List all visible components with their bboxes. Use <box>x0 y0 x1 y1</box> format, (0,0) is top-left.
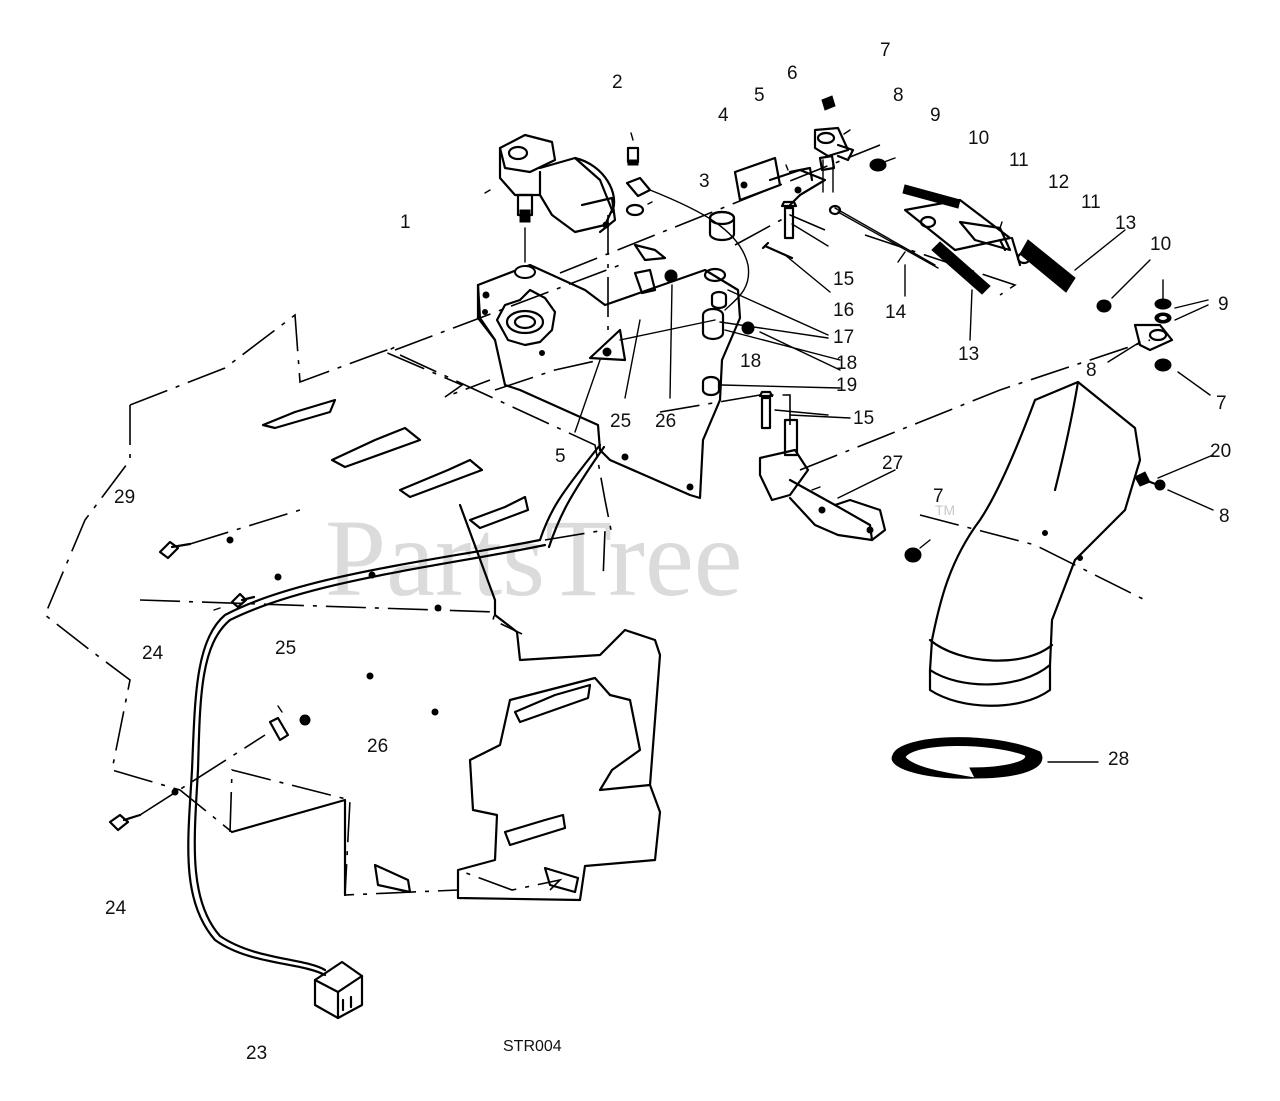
callout-25: 25 <box>610 411 631 432</box>
callout-7c: 7 <box>933 486 944 507</box>
housing-bolts <box>108 509 301 832</box>
cord-clip <box>268 705 311 742</box>
leader-lines <box>574 223 1214 763</box>
chute-control-rod-assembly <box>828 157 1112 313</box>
callout-5b: 5 <box>555 446 566 467</box>
callout-8c: 8 <box>1219 506 1230 527</box>
callout-26b: 26 <box>367 736 388 757</box>
callout-11: 11 <box>1009 150 1029 171</box>
callout-25b: 25 <box>275 638 296 659</box>
callout-24b: 24 <box>105 898 127 919</box>
callout-3: 3 <box>699 171 710 192</box>
snow-thrower-housing <box>44 313 662 902</box>
crank-cap <box>708 210 736 242</box>
callout-27: 27 <box>882 453 903 474</box>
lower-rod-end <box>1133 279 1174 372</box>
callout-28: 28 <box>1108 749 1129 770</box>
chute-ring <box>891 737 1043 779</box>
callout-2: 2 <box>612 72 623 93</box>
lamp-cord <box>187 443 602 977</box>
motor-screw <box>394 132 881 351</box>
cord-plug <box>313 960 364 1020</box>
callout-8b: 8 <box>1086 360 1097 381</box>
callout-labels: 7 6 2 5 8 4 9 10 11 3 12 11 1 13 10 15 1… <box>105 40 1231 1064</box>
callout-24: 24 <box>142 643 164 664</box>
upper-bracket <box>733 156 827 246</box>
callout-10: 10 <box>968 128 989 149</box>
bolts-15-16 <box>758 200 798 430</box>
callout-23: 23 <box>246 1043 267 1064</box>
axis-line <box>494 359 601 391</box>
callout-12: 12 <box>1048 172 1069 193</box>
upper-rod-end <box>813 95 855 193</box>
callout-11b: 11 <box>1081 192 1101 213</box>
callout-15b: 15 <box>853 408 874 429</box>
callout-7: 7 <box>880 40 891 61</box>
callout-1: 1 <box>400 212 411 233</box>
axis-line <box>799 339 1151 471</box>
callout-8: 8 <box>893 85 904 106</box>
callout-19: 19 <box>836 375 857 396</box>
callout-4: 4 <box>718 105 729 126</box>
watermark: PartsTree <box>325 497 743 619</box>
callout-14: 14 <box>885 302 907 323</box>
callout-9: 9 <box>930 105 941 126</box>
drive-motor <box>484 133 617 263</box>
callout-29: 29 <box>114 487 135 508</box>
callout-16: 16 <box>833 300 854 321</box>
callout-13b: 13 <box>958 344 979 365</box>
axis-line <box>659 394 791 425</box>
crank-support <box>758 418 931 563</box>
callout-10b: 10 <box>1150 234 1171 255</box>
callout-26: 26 <box>655 411 676 432</box>
callout-18b: 18 <box>836 353 857 374</box>
callout-5: 5 <box>754 85 765 106</box>
callout-6: 6 <box>787 63 798 84</box>
callout-17: 17 <box>833 327 854 348</box>
callout-13: 13 <box>1115 213 1136 234</box>
drawing-code: STR004 <box>503 1038 562 1055</box>
callout-15: 15 <box>833 269 854 290</box>
watermark-trademark: TM <box>935 502 955 518</box>
callout-9b: 9 <box>1218 294 1229 315</box>
callout-20: 20 <box>1210 441 1231 462</box>
callout-7b: 7 <box>1216 393 1227 414</box>
discharge-chute <box>928 380 1166 707</box>
callout-18: 18 <box>740 351 761 372</box>
crank-bracket-plate <box>476 243 755 500</box>
axis-line <box>919 514 1146 601</box>
